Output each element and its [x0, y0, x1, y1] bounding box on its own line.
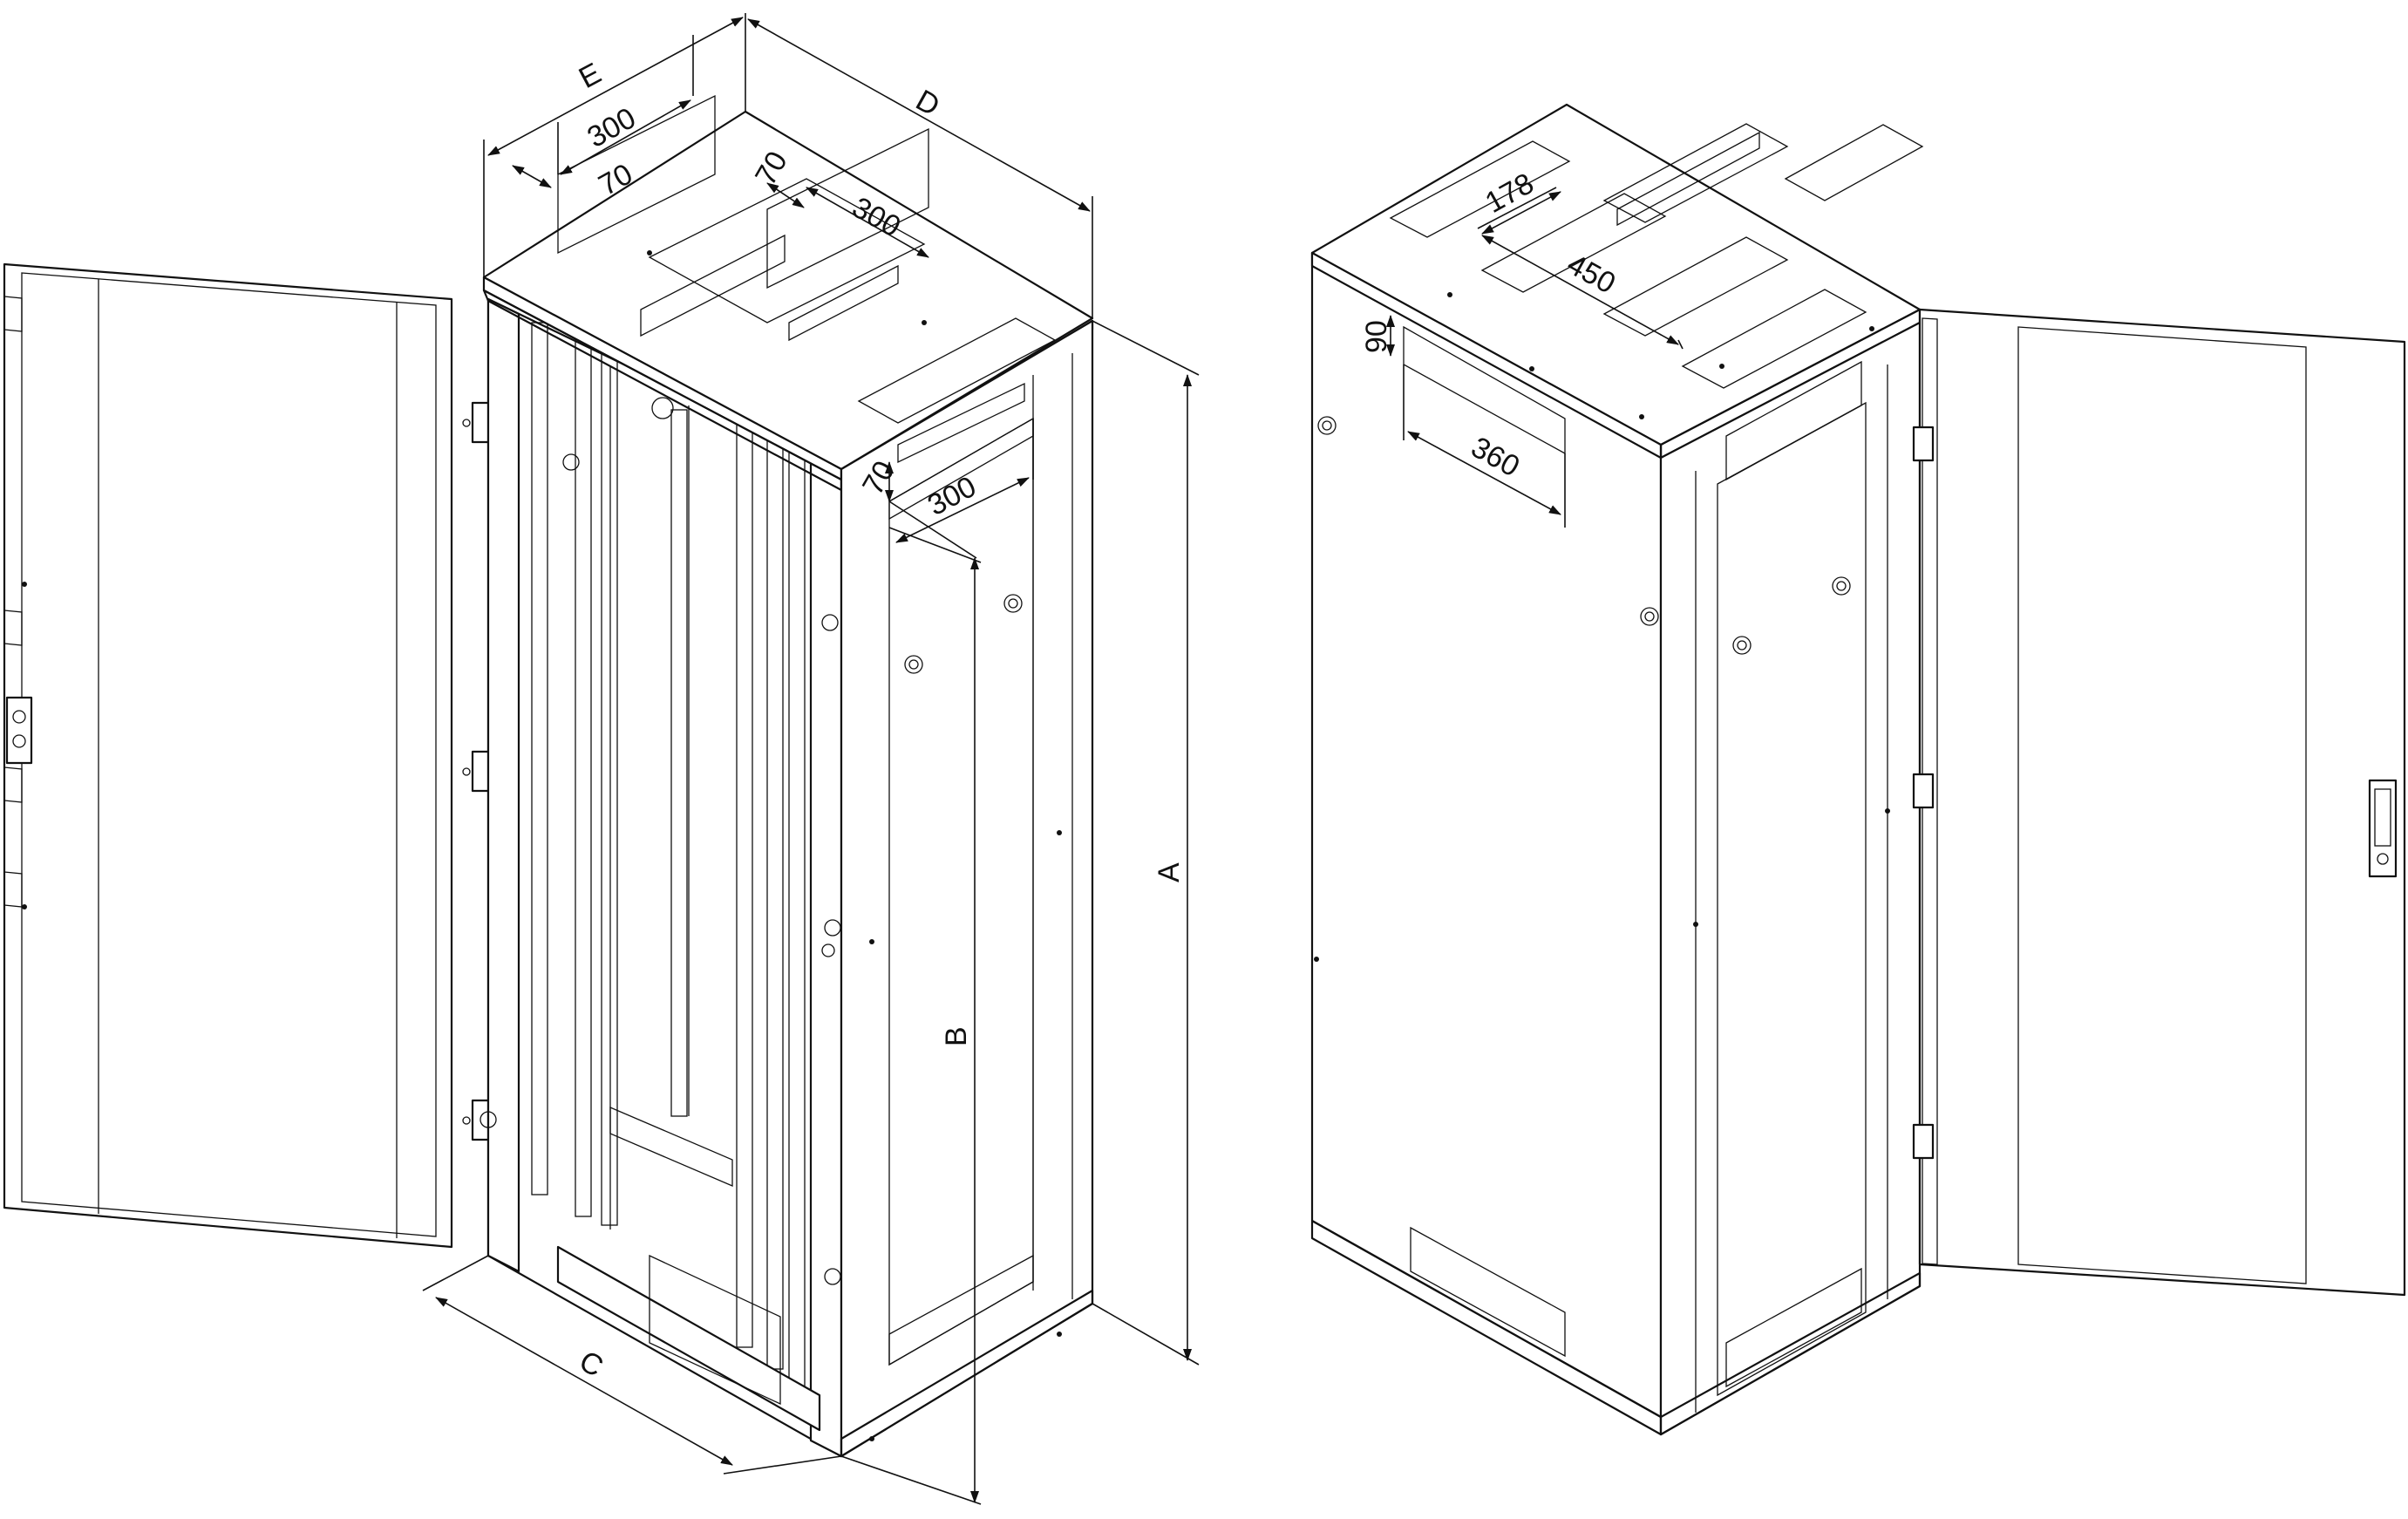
dimension-b-label: B [940, 1026, 973, 1046]
left-door-open [3, 262, 493, 1249]
top-opening-width-label: 300 [582, 101, 641, 154]
right-door-handle-icon [2368, 779, 2398, 878]
dimension-d-label: D [910, 84, 945, 123]
dimension-a-label: A [1153, 862, 1186, 882]
left-cabinet-view: D E 300 70 70 300 70 300 [3, 13, 1200, 1505]
right-door-open [1912, 308, 2406, 1297]
right-cabinet-front [1659, 321, 1922, 1436]
right-side-offset-label: 90 [1360, 320, 1393, 353]
right-cabinet-view: 178 450 90 360 [1310, 103, 2406, 1436]
dimension-e-label: E [574, 57, 607, 95]
cabinet-side-panel [840, 319, 1094, 1458]
grounding-point-icon [651, 397, 674, 419]
cabinet-front-frame [480, 297, 843, 1458]
door-lock-icon [5, 696, 33, 765]
right-door-hinge-icon [1912, 426, 1935, 1160]
